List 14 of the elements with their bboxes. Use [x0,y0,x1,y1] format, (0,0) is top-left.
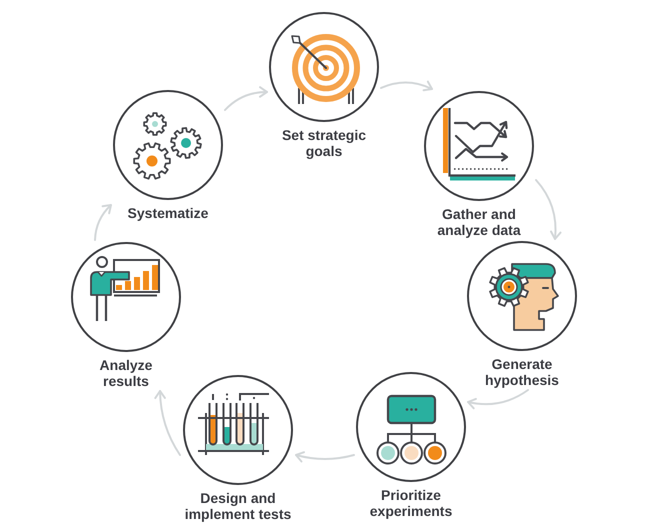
arrow [94,204,112,241]
step-label: Analyze results [100,357,152,389]
arrow [224,86,268,111]
arrow [154,390,181,456]
arrow [467,389,529,410]
arrow [295,451,355,462]
step-label: Set strategic goals [282,127,366,159]
step-label: Design and implement tests [184,490,292,522]
step-label: Generate hypothesis [485,356,559,388]
step-label: Gather and analyze data [437,206,521,238]
step-label: Prioritize experiments [370,487,452,519]
step-label: Systematize [128,205,208,221]
arrow [380,80,433,92]
arrow [535,179,562,240]
